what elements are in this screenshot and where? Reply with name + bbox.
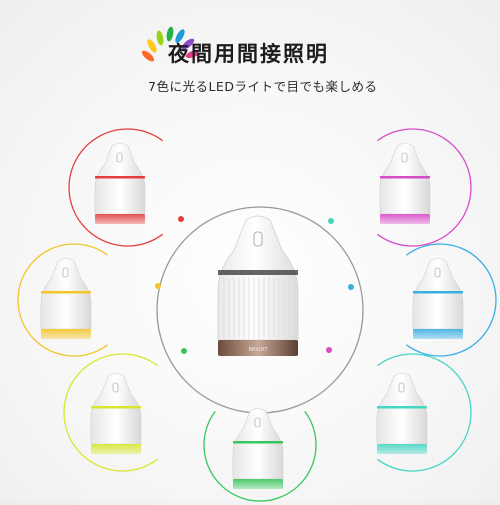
humidifier-green [232,408,284,489]
center-humidifier: BRIGHT [217,215,299,356]
humidifier-lime [90,373,142,454]
logo-petal [156,30,164,46]
humidifier-magenta [379,143,431,224]
dot-magenta [326,347,332,353]
petal-logo [141,26,198,62]
dot-red [178,216,184,222]
page-subtitle: 7色に光るLEDライトで目でも楽しめる [148,79,378,94]
dot-yellow [155,283,161,289]
page-title: 夜間用間接照明 [168,42,329,66]
logo-petal [175,29,185,43]
logo-petal [147,39,157,53]
center-base-label: BRIGHT [248,347,268,353]
dot-cyan [348,284,354,290]
arc-lime [63,353,158,472]
humidifier-aqua [376,373,428,454]
logo-petal [185,50,198,58]
logo-petal [141,50,155,62]
humidifier-red [94,143,146,224]
humidifier-cyan [412,258,464,339]
dot-green [181,348,187,354]
arc-cyan [406,243,497,357]
humidifier-yellow [40,258,92,339]
arc-yellow [17,243,108,357]
logo-petal [181,38,195,50]
dot-aqua [328,218,334,224]
arc-aqua [377,353,472,472]
arc-magenta [377,128,472,247]
logo-petal [166,26,174,42]
arc-red [68,128,163,247]
